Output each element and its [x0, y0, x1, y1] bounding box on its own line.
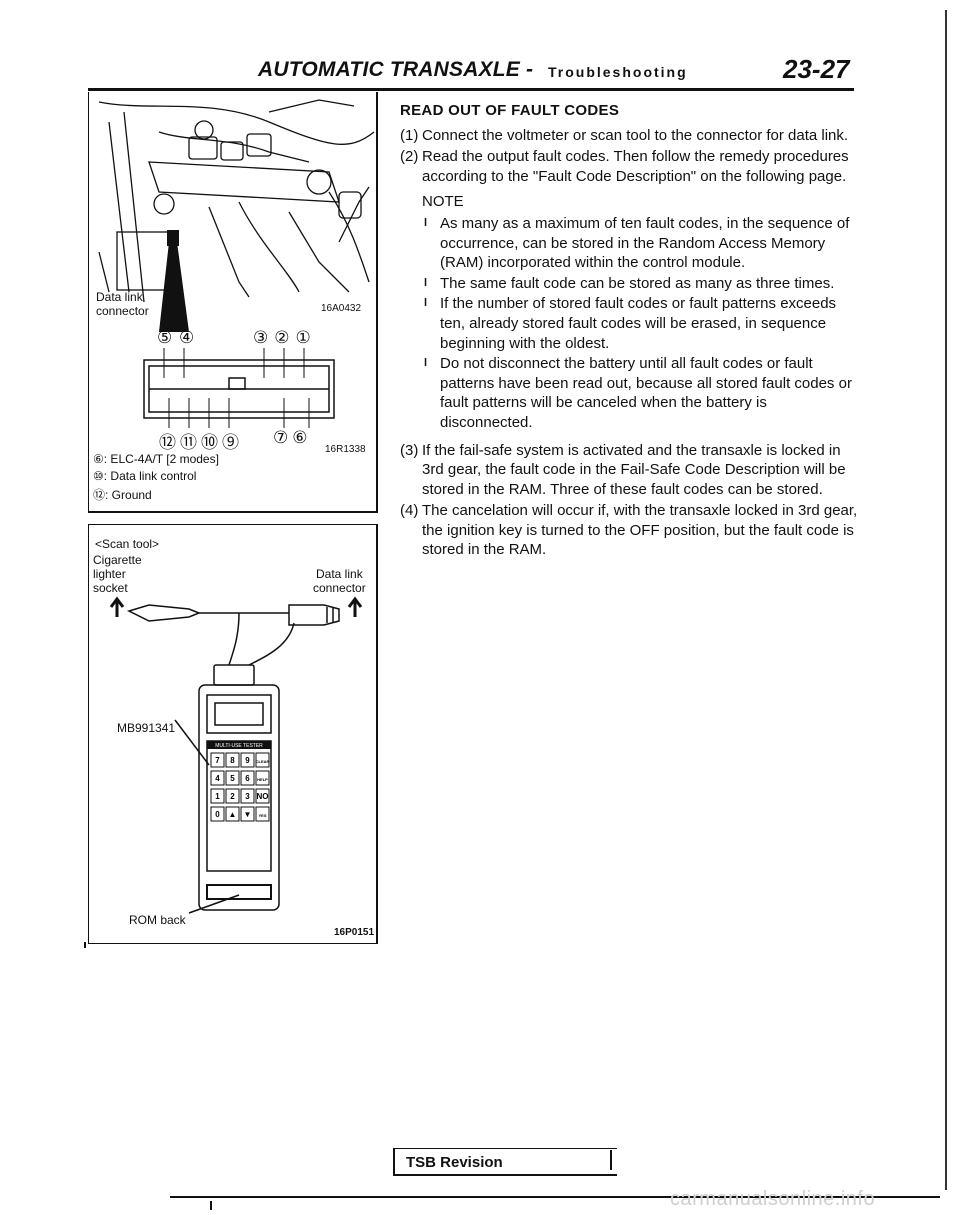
model-number: MB991341: [117, 721, 176, 735]
keypad-key-label: 9: [245, 756, 250, 765]
keypad-key: [225, 752, 240, 768]
figure-code-c: 16P0151: [334, 927, 375, 938]
watermark: carmanualsonline.info: [670, 1188, 876, 1210]
step-3: (3)If the fail-safe system is activated …: [400, 441, 846, 498]
keypad-key-label: 0: [215, 810, 220, 819]
keypad-key-label: ▲: [229, 810, 237, 819]
keypad-key: [210, 788, 225, 804]
keypad-key-label: ▼: [244, 810, 252, 819]
section-heading: READ OUT OF FAULT CODES: [400, 102, 620, 119]
cigarette-lighter-label: Cigarette lighter socket: [93, 553, 142, 595]
tsb-revision-box: [393, 1148, 617, 1176]
pin-labels-top-right: ③②①: [253, 328, 317, 347]
keypad-key-label: 5: [230, 774, 235, 783]
keypad-key: [240, 806, 255, 822]
keypad-key-label: 8: [230, 756, 235, 765]
keypad: 7 8 9 CLEAR 4 5 6 HELP 1 2 3 NO 0 ▲ ▼ YES: [210, 752, 270, 822]
keypad-key: [210, 752, 225, 768]
keypad-key-label: 7: [215, 756, 220, 765]
keypad-key: [255, 788, 270, 804]
keypad-key: [225, 770, 240, 786]
keypad-key-label: HELP: [257, 777, 268, 782]
step-4: (4)The cancelation will occur if, with t…: [400, 502, 858, 559]
data-link-connector-label: Data link connector: [313, 567, 366, 595]
keypad-key: [255, 752, 270, 768]
keypad-key-label: 3: [245, 792, 250, 801]
keypad-key: [225, 806, 240, 822]
figure-code-b: 16R1338: [325, 444, 366, 455]
page-number: 23-27: [783, 54, 850, 84]
connector-label: Data link connector: [96, 290, 149, 318]
keypad-key: [255, 806, 270, 822]
keypad-key-label: 1: [215, 792, 220, 801]
figure-connector-panel: Data link connector 16A0432 ⑤ ④ ③②① ⑫⑪⑩⑨…: [88, 92, 378, 513]
tsb-revision-label: TSB Revision: [406, 1154, 503, 1171]
note-label: NOTE: [422, 193, 464, 211]
figure-code-a: 16A0432: [321, 303, 362, 314]
legend-pin-12: ⑫: Ground: [93, 488, 152, 502]
keypad-key: [210, 806, 225, 822]
keypad-key: [225, 788, 240, 804]
pin-labels-bottom-left: ⑫⑪⑩⑨: [159, 433, 243, 452]
footer-rule: [170, 1196, 940, 1198]
keypad-key: [255, 770, 270, 786]
header-rule: [88, 88, 854, 91]
pointer-arrow: [159, 242, 189, 332]
keypad-key-label: 6: [245, 774, 250, 783]
figure-scan-tool-panel: <Scan tool> Cigarette lighter socket Dat…: [88, 524, 378, 944]
pin-labels-top-left: ⑤ ④: [157, 328, 196, 347]
keypad-key: [210, 770, 225, 786]
keypad-key: [240, 752, 255, 768]
legend-pin-6: ⑥: ELC-4A/T [2 modes]: [93, 452, 219, 466]
keypad-key-label: YES: [258, 813, 266, 818]
scan-tool-label: <Scan tool>: [95, 537, 160, 551]
keypad-key: [240, 770, 255, 786]
rom-back-label: ROM back: [129, 913, 186, 927]
footer-tick: [210, 1201, 212, 1210]
tsb-box-end: [610, 1150, 612, 1170]
keypad-key: [240, 788, 255, 804]
connector-diagram: [143, 348, 335, 428]
section-subtitle: Troubleshooting: [548, 64, 688, 80]
step-2: (2)Read the output fault codes. Then fol…: [400, 148, 849, 185]
fault-codes-section: READ OUT OF FAULT CODES (1)Connect the v…: [400, 101, 860, 562]
step-1: (1)Connect the voltmeter or scan tool to…: [400, 126, 849, 144]
device-label: MULTI-USE TESTER: [215, 743, 263, 749]
scan-tool-illustration: MULTI-USE TESTER 7 8 9 CLEAR 4 5 6 HELP 1 2 3 NO 0 ▲ ▼…: [109, 596, 363, 914]
pin-labels-bottom-right: ⑦⑥: [273, 428, 312, 447]
keypad-key-label: 2: [230, 792, 235, 801]
section-title: AUTOMATIC TRANSAXLE -: [258, 58, 534, 81]
dashboard-illustration: [98, 99, 375, 332]
keypad-key-label: 4: [215, 774, 220, 783]
keypad-key-label: CLEAR: [256, 759, 270, 764]
page-edge-line: [945, 10, 947, 1190]
legend-pin-10: ⑩: Data link control: [93, 469, 197, 483]
keypad-key-label: NO: [257, 792, 269, 801]
figure-tick: [84, 942, 86, 948]
